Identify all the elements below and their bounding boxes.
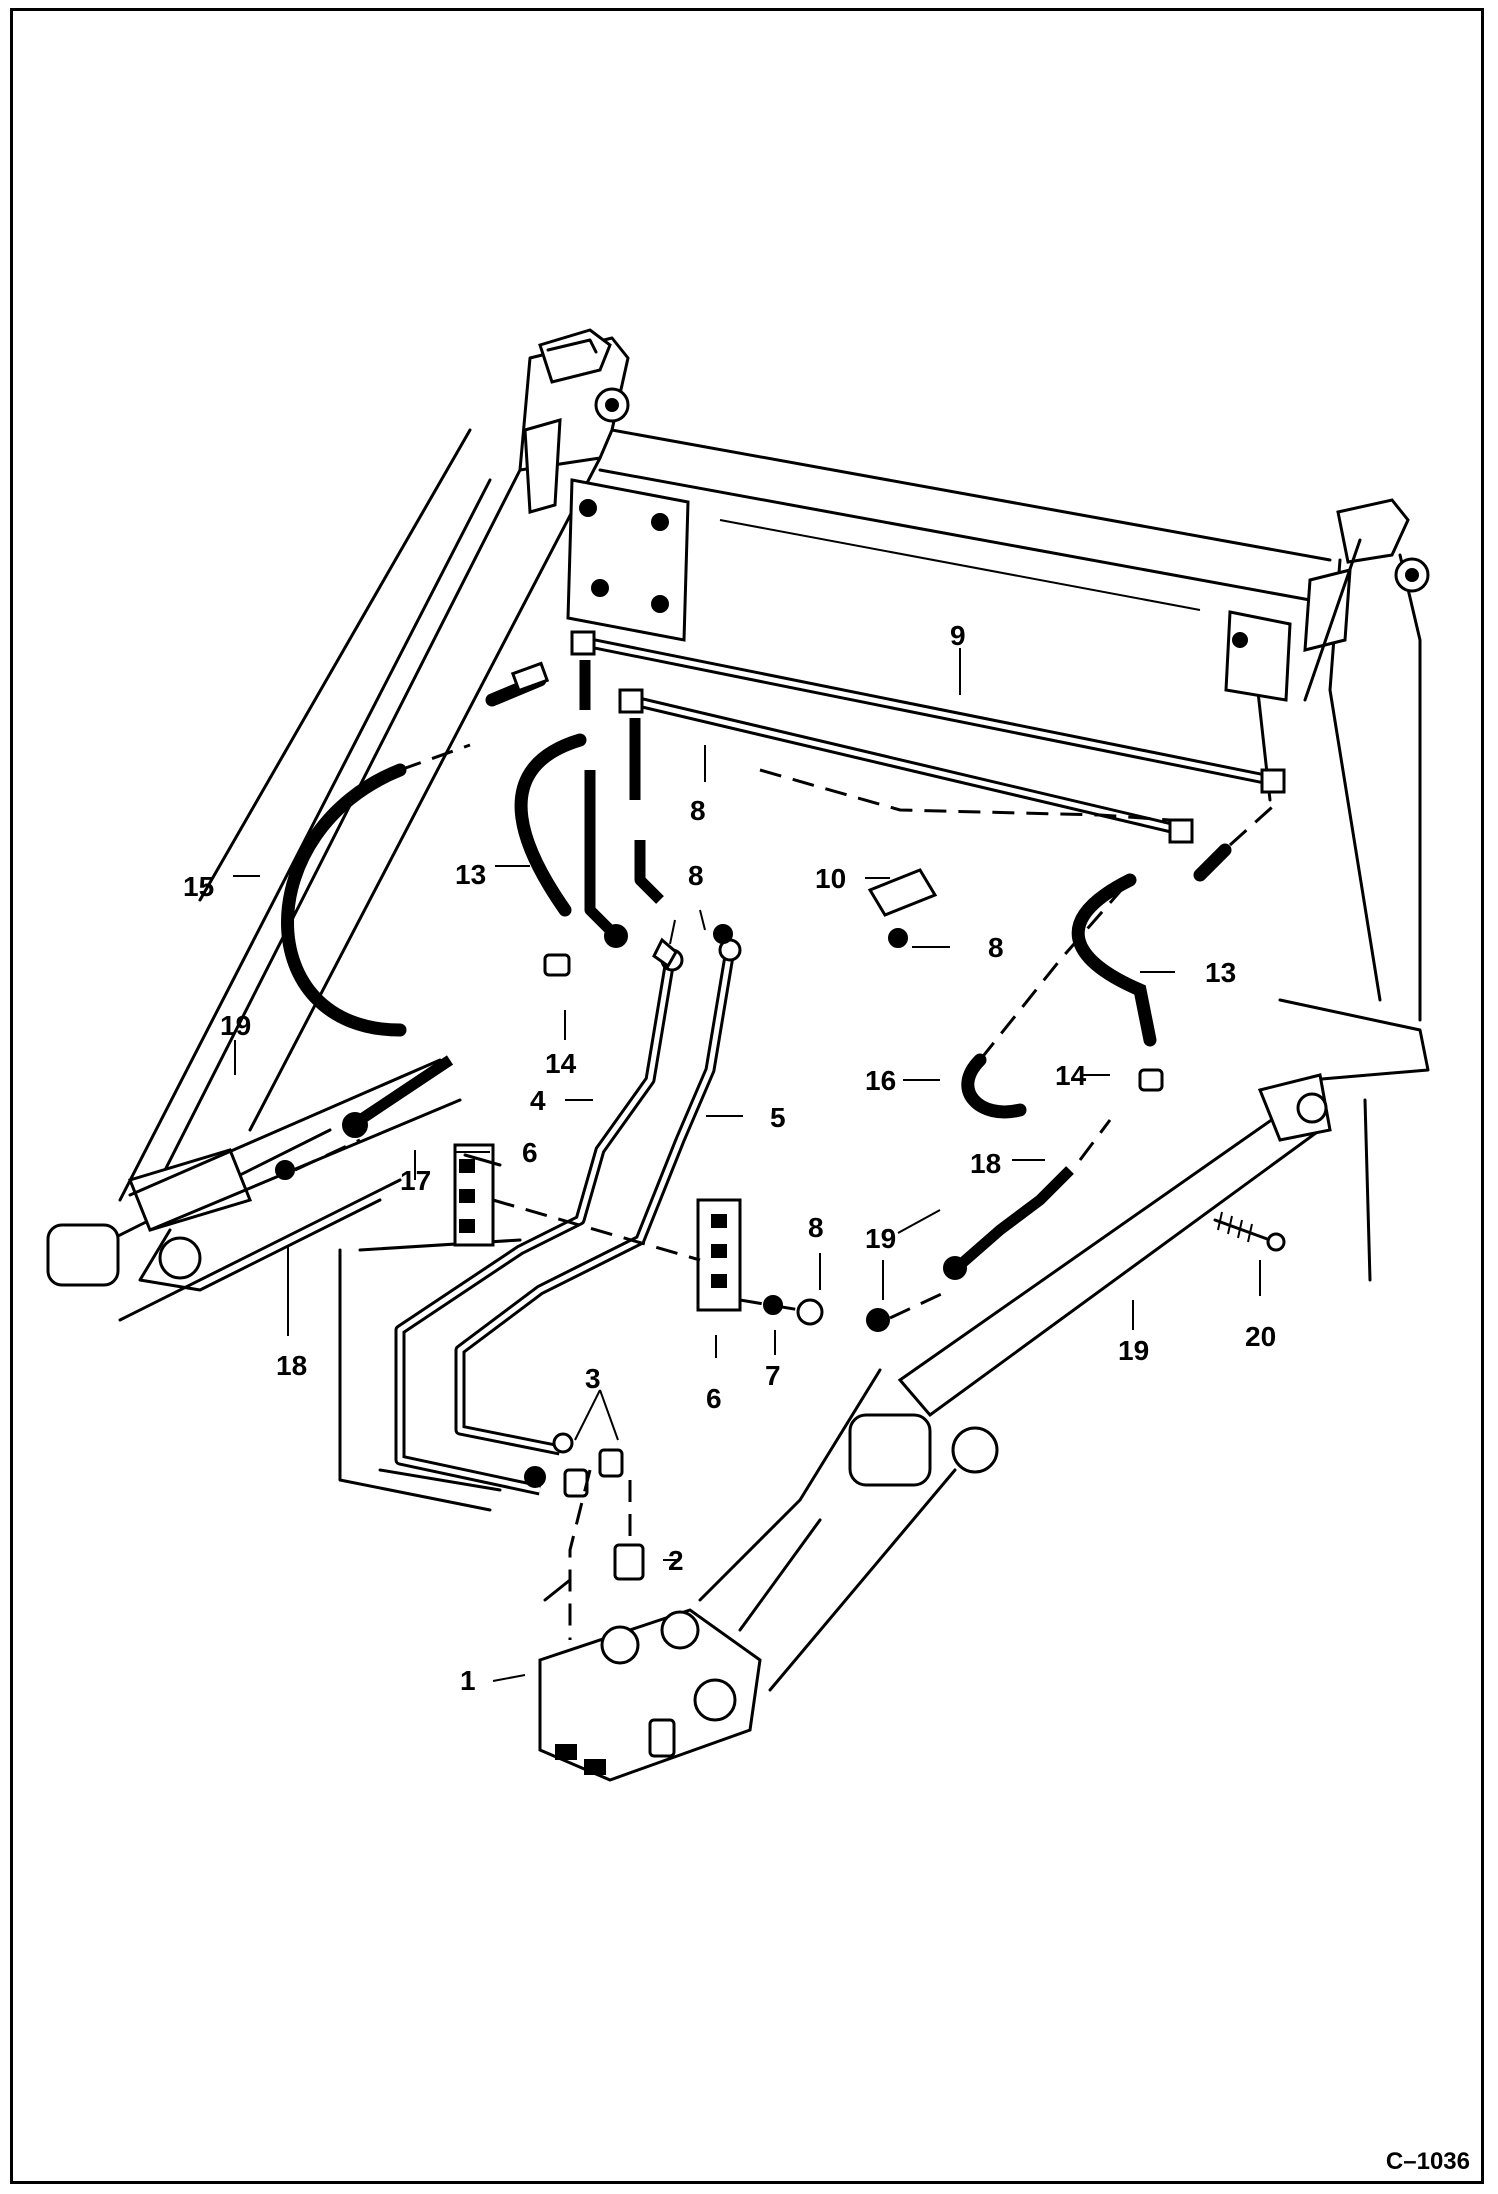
- small-hoses: [275, 1055, 1112, 1332]
- callout-16: 17: [400, 1165, 431, 1196]
- callout-9: 8: [688, 860, 704, 891]
- control-valve: [538, 1368, 882, 1782]
- misc-parts: [759, 768, 1286, 1252]
- callout-18-right: 19: [865, 1223, 896, 1254]
- callout-19-right: 19: [1118, 1335, 1149, 1366]
- lift-cylinders: [46, 1058, 1332, 1692]
- callout-3: 3: [585, 1363, 601, 1394]
- callout-6-right: 6: [706, 1383, 722, 1414]
- fittings: [524, 924, 1164, 1640]
- diagram-border: [10, 8, 1484, 2184]
- hoses: [281, 661, 1282, 1119]
- callout-17: 18: [970, 1148, 1001, 1179]
- callout-12: 10: [815, 863, 846, 894]
- callout-10: 8: [690, 795, 706, 826]
- callout-5: 5: [770, 1102, 786, 1133]
- callout-1: 1: [460, 1665, 476, 1696]
- steel-lines-upper: [570, 630, 1286, 934]
- callout-14-right: 14: [1055, 1060, 1087, 1091]
- callout-8-upper: 8: [988, 932, 1004, 963]
- callout-8-lower: 8: [808, 1212, 824, 1243]
- callout-11: 9: [950, 620, 966, 651]
- callout-2: 2: [668, 1545, 684, 1576]
- callout-15-left: 15: [183, 871, 214, 902]
- callout-6-left: 6: [522, 1137, 538, 1168]
- callout-4: 4: [530, 1085, 546, 1116]
- callout-labels: 9 8 8 10 15 13 8 13 14 19 16 14 4 5 6 18…: [183, 620, 1276, 1696]
- callout-19-left: 19: [220, 1010, 251, 1041]
- steel-tubes-4-5: [394, 938, 742, 1496]
- callout-14-left: 14: [545, 1048, 577, 1079]
- callout-13-right: 13: [1205, 957, 1236, 988]
- loader-frame: [68, 328, 1430, 1512]
- callout-7: 7: [765, 1360, 781, 1391]
- leader-lines: [233, 648, 1261, 1682]
- figure-code: C–1036: [1385, 2148, 1470, 2175]
- callout-18-left: 18: [276, 1350, 307, 1381]
- callout-13-left: 13: [455, 859, 486, 890]
- callout-20: 20: [1245, 1321, 1276, 1352]
- callout-15-right: 16: [865, 1065, 896, 1096]
